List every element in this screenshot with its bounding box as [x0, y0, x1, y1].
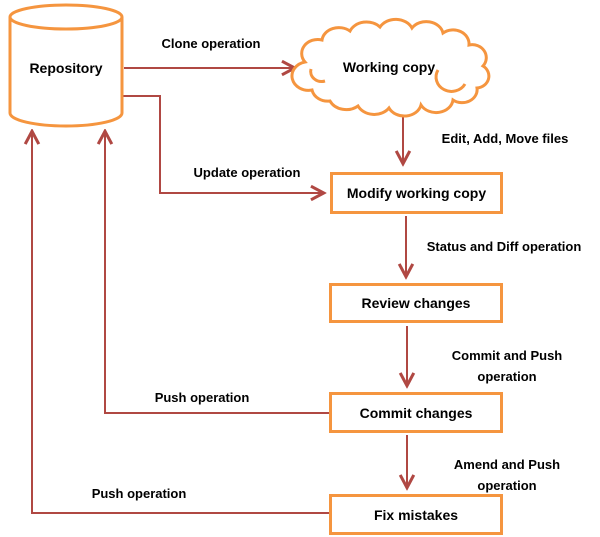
push-from-commit-arrow: [105, 133, 329, 414]
fix-mistakes-node: Fix mistakes: [329, 494, 503, 535]
amend-push-operation-label: Amend and Push operation: [453, 457, 561, 493]
update-arrow: [123, 95, 322, 193]
review-changes-node: Review changes: [329, 283, 503, 323]
repository-node-label: Repository: [29, 60, 103, 76]
repository-cylinder: [8, 3, 124, 128]
working-copy-cloud: [290, 17, 491, 118]
update-operation-label: Update operation: [193, 165, 301, 180]
modify-working-copy-label: Modify working copy: [346, 185, 487, 201]
commit-push-operation-label: Commit and Push operation: [451, 348, 563, 384]
cloud-inner-curl-right: [434, 69, 467, 93]
status-diff-operation-label: Status and Diff operation: [426, 239, 582, 254]
clone-operation-label: Clone operation: [161, 36, 261, 51]
push-from-fix-arrow: [32, 133, 329, 514]
commit-changes-node: Commit changes: [329, 392, 503, 433]
edit-add-move-files-label: Edit, Add, Move files: [441, 131, 569, 146]
cloud-inner-curl-left: [309, 68, 326, 83]
review-changes-label: Review changes: [361, 295, 471, 311]
commit-changes-label: Commit changes: [359, 404, 473, 421]
push-operation-from-fix-label: Push operation: [91, 486, 187, 501]
modify-working-copy-node: Modify working copy: [330, 172, 503, 214]
push-operation-from-commit-label: Push operation: [154, 390, 250, 405]
fix-mistakes-label: Fix mistakes: [373, 506, 459, 523]
working-copy-node-label: Working copy: [342, 59, 436, 75]
